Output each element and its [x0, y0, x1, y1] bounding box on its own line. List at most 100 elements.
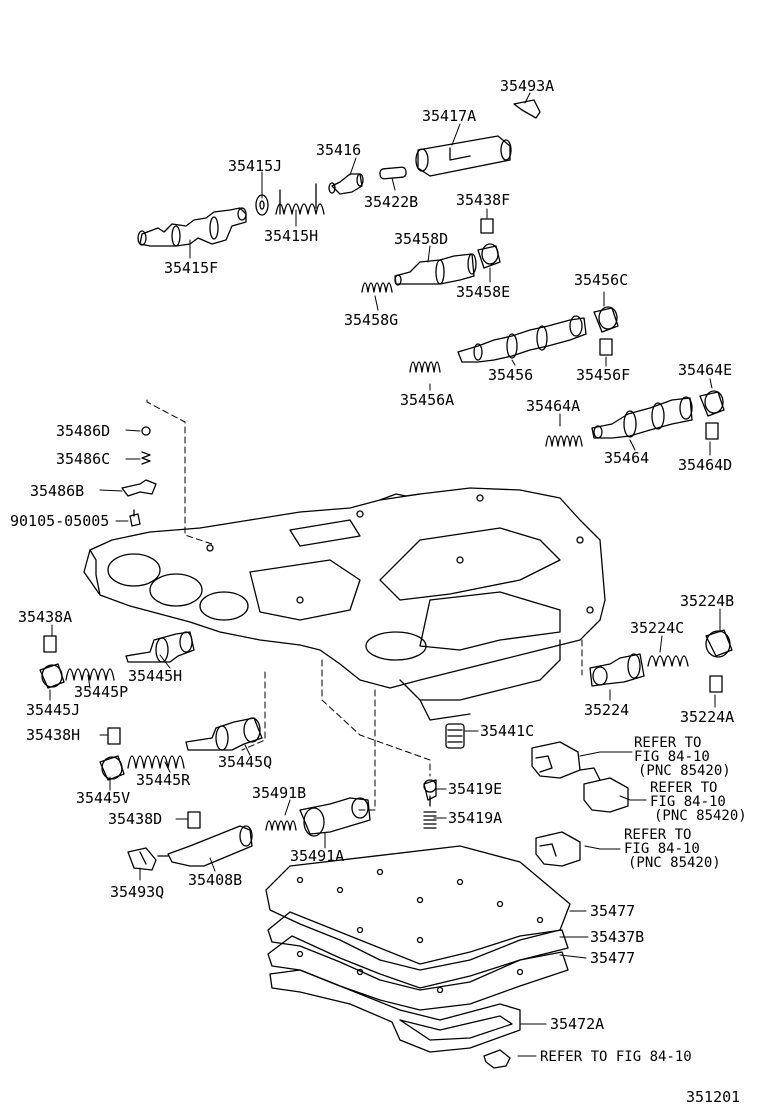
clip-35493A [513, 99, 541, 119]
label-35415F: 35415F [164, 259, 219, 277]
label-35458G: 35458G [344, 311, 399, 329]
label-35408B: 35408B [188, 871, 243, 889]
spring-35224C [647, 655, 689, 667]
label-35438H: 35438H [26, 726, 81, 744]
label-35224C: 35224C [630, 619, 685, 637]
label-35441C: 35441C [480, 722, 535, 740]
filter-35441C [445, 723, 465, 749]
pin-35422B [379, 166, 407, 180]
washer-35415J [255, 194, 269, 216]
plug-35224B [705, 629, 733, 658]
plug-35464E [699, 390, 725, 417]
block-35456F [599, 338, 613, 356]
label-35445J: 35445J [26, 701, 81, 719]
valve-35458D [394, 253, 477, 286]
solenoid-ref-2 [579, 767, 629, 813]
label-35419E: 35419E [448, 780, 503, 798]
valve-35464 [591, 396, 693, 439]
valve-35456 [457, 315, 587, 363]
valve-35224 [589, 653, 645, 687]
label-35456F: 35456F [576, 366, 631, 384]
label-35477-bottom: 35477 [590, 949, 636, 967]
valve-body-upper [83, 487, 606, 721]
spring-35486C [141, 451, 151, 465]
block-35438F [480, 218, 494, 234]
ref-1-line-1: REFER TO [634, 735, 702, 751]
ref-1-line-2: FIG 84-10 [634, 749, 710, 765]
bracket-35486B [121, 479, 157, 497]
ref-3-line-2: FIG 84-10 [624, 841, 700, 857]
label-35422B: 35422B [364, 193, 419, 211]
spring-35415H [275, 183, 325, 215]
label-35456: 35456 [488, 366, 534, 384]
label-35456C: 35456C [574, 271, 629, 289]
plug-35445J [39, 663, 65, 689]
label-35493Q: 35493Q [110, 883, 165, 901]
block-35438A [43, 635, 57, 653]
solenoid-ref-3 [535, 831, 581, 867]
spring-35445P [65, 668, 115, 681]
ball-35486D [141, 426, 151, 436]
plug-35458E [477, 243, 501, 269]
label-35464D: 35464D [678, 456, 733, 474]
figure-number: 351201 [686, 1088, 741, 1106]
valve-35415F [137, 207, 247, 247]
ref-2-line-1: REFER TO [650, 780, 718, 796]
block-35464D [705, 422, 719, 440]
plate-35472A [269, 969, 521, 1053]
block-35438D [187, 811, 201, 829]
valve-35419E [423, 779, 437, 807]
valve-35445H [125, 631, 195, 663]
ref-3-line-1: REFER TO [624, 827, 692, 843]
spring-35456A [409, 361, 441, 373]
label-35224A: 35224A [680, 708, 735, 726]
spring-35491B [265, 820, 297, 831]
label-35437B: 35437B [590, 928, 645, 946]
label-35224: 35224 [584, 701, 630, 719]
plug-35456C [593, 306, 619, 333]
spring-35445R [127, 755, 185, 769]
solenoid-35408B [157, 825, 253, 867]
label-35445Q: 35445Q [218, 753, 273, 771]
valve-35445Q [185, 717, 263, 751]
plug-35445V [99, 755, 125, 781]
label-35445R: 35445R [136, 771, 191, 789]
label-35445P: 35445P [74, 683, 129, 701]
label-35458D: 35458D [394, 230, 449, 248]
label-35464A: 35464A [526, 397, 581, 415]
block-35438H [107, 727, 121, 745]
ref-2-line-3: (PNC 85420) [654, 808, 747, 824]
label-35491B: 35491B [252, 784, 307, 802]
label-35491A: 35491A [290, 847, 345, 865]
label-35456A: 35456A [400, 391, 455, 409]
ref-3-line-3: (PNC 85420) [628, 855, 721, 871]
label-35417A: 35417A [422, 107, 477, 125]
label-35458E: 35458E [456, 283, 511, 301]
label-35445H: 35445H [128, 667, 183, 685]
ref-4: REFER TO FIG 84-10 [540, 1049, 692, 1065]
label-35464E: 35464E [678, 361, 733, 379]
label-35477-top: 35477 [590, 902, 636, 920]
clip-35493Q [127, 847, 157, 871]
label-35419A: 35419A [448, 809, 503, 827]
bolt-90105 [129, 509, 141, 527]
label-35416: 35416 [316, 141, 362, 159]
sleeve-35417A [415, 135, 512, 177]
valve-35491A [299, 797, 371, 837]
label-35493A: 35493A [500, 77, 555, 95]
ref-1-line-3: (PNC 85420) [638, 763, 731, 779]
label-35464: 35464 [604, 449, 650, 467]
plate-35437B [267, 911, 569, 991]
plate-35477a [265, 845, 571, 971]
plug-35416 [328, 173, 364, 195]
label-35438D: 35438D [108, 810, 163, 828]
label-35415J: 35415J [228, 157, 283, 175]
solenoid-ref-1 [531, 741, 581, 779]
label-35445V: 35445V [76, 789, 131, 807]
ref-2-line-2: FIG 84-10 [650, 794, 726, 810]
label-35438A: 35438A [18, 608, 73, 626]
plate-35477b [267, 935, 569, 1011]
spring-35458G [361, 282, 393, 293]
